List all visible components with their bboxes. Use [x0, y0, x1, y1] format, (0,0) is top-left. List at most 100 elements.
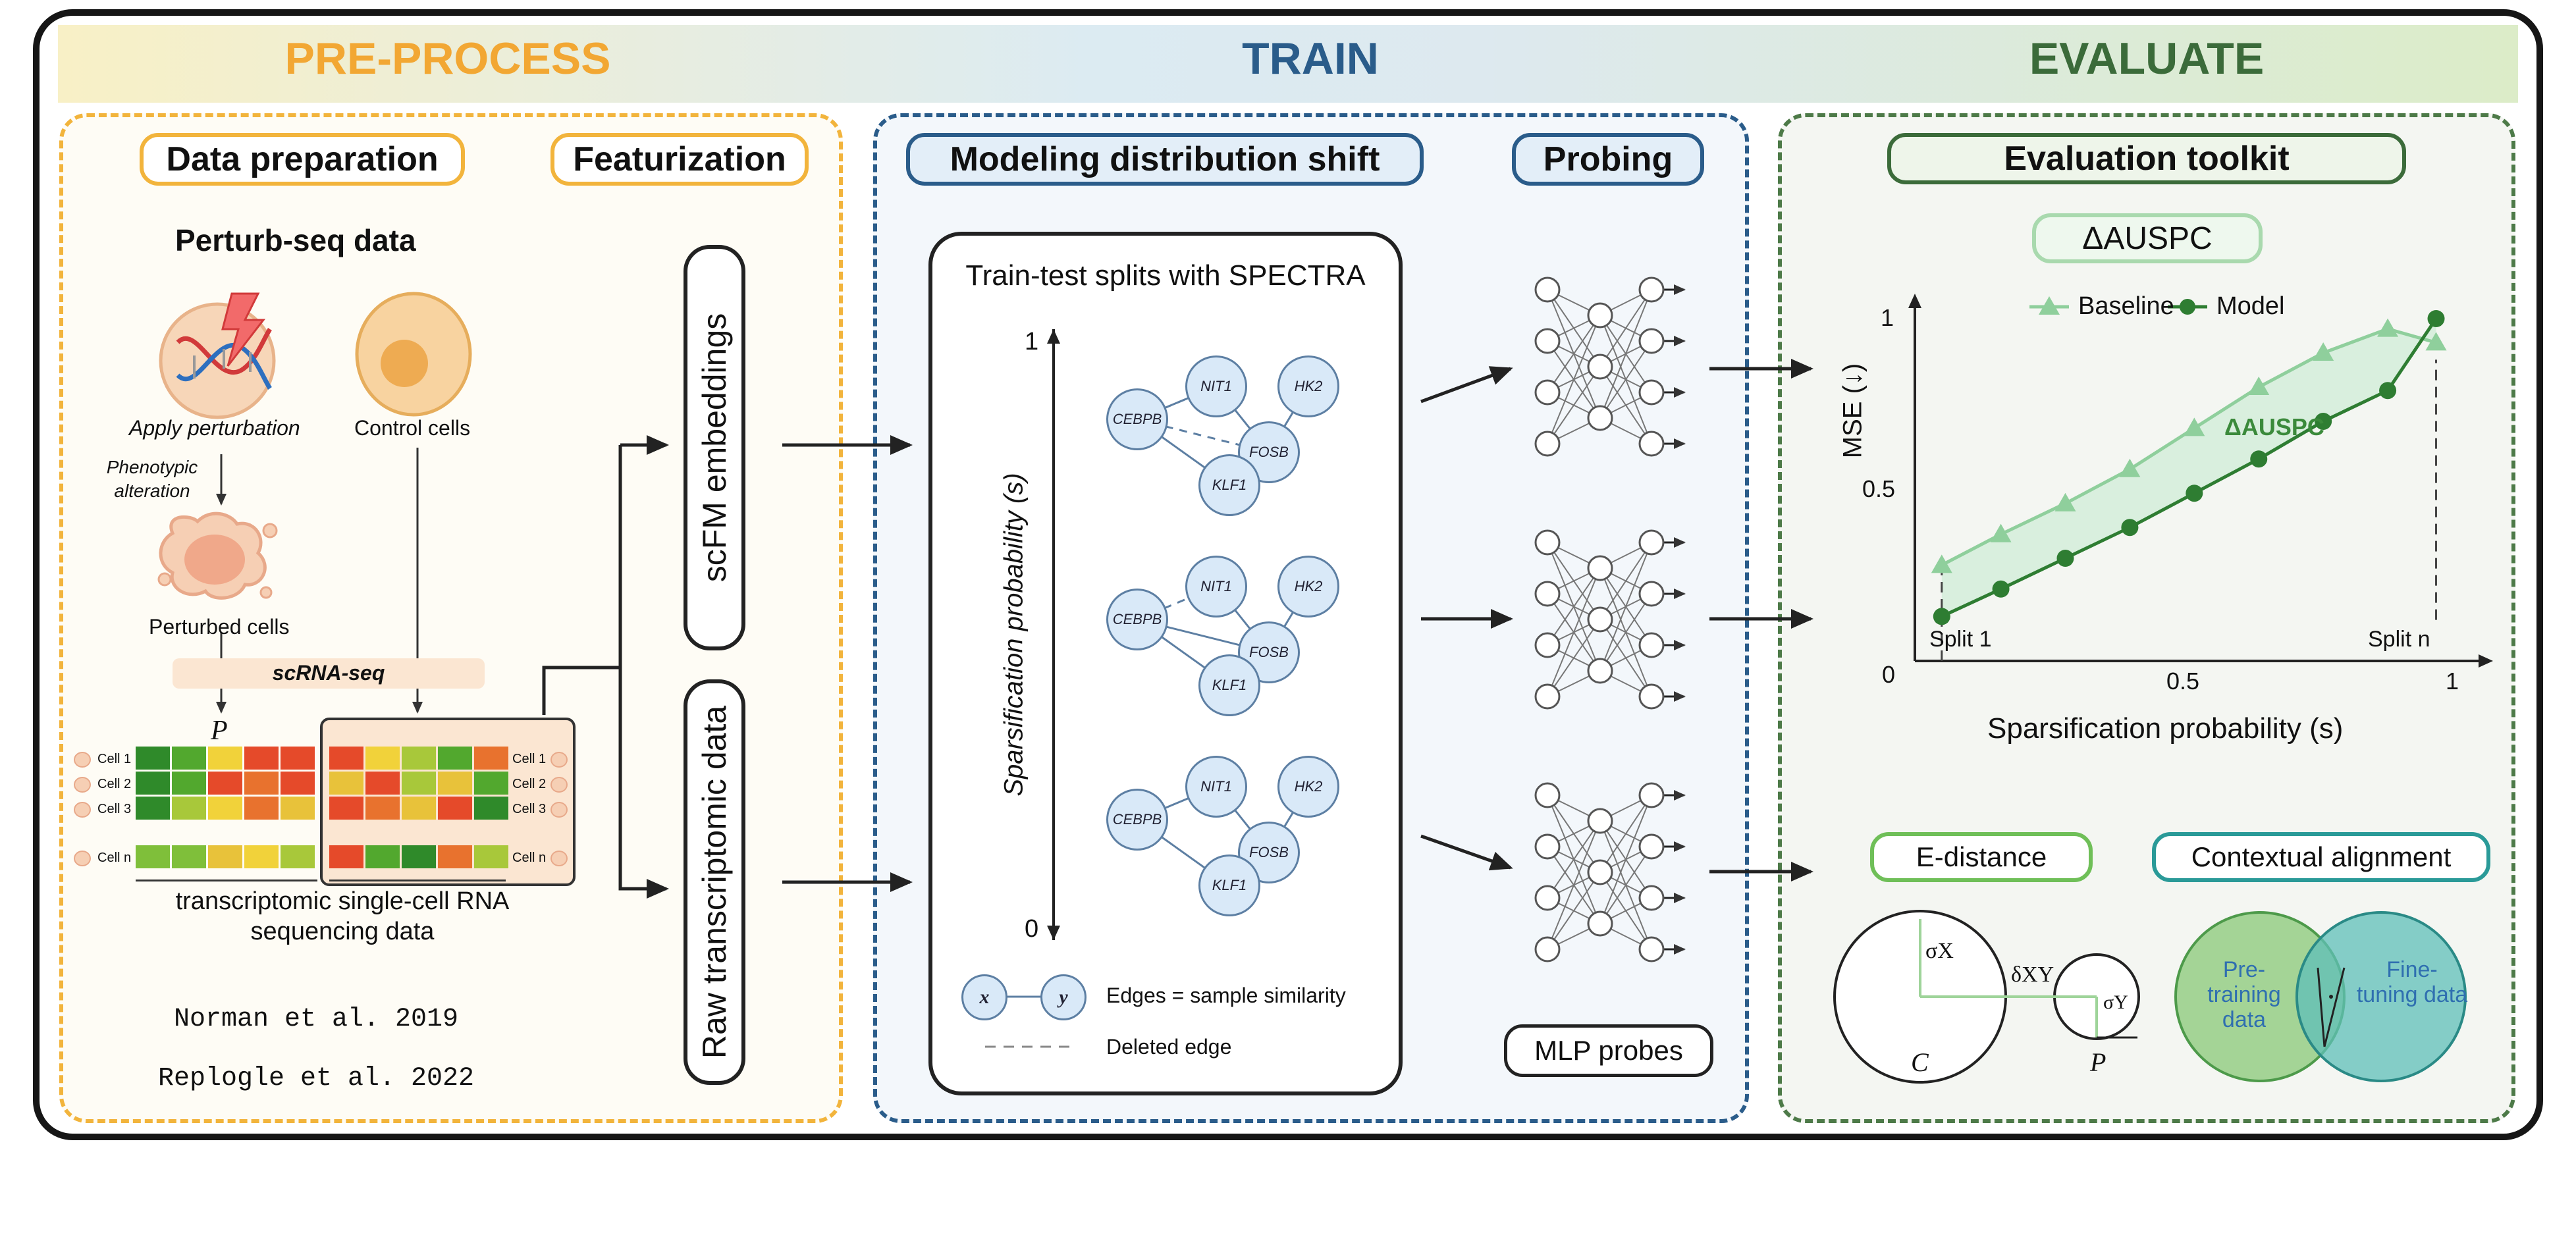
gene-node: HK2	[1277, 355, 1339, 417]
model-point	[2186, 485, 2203, 502]
mlp-neuron	[1638, 529, 1665, 556]
mlp-connection	[1547, 366, 1601, 444]
heatmap-cell	[474, 747, 508, 770]
heatmap-cell	[365, 845, 400, 868]
heatmap-cell	[172, 747, 206, 770]
model-point	[2056, 550, 2074, 567]
apply-perturbation-label: Apply perturbation	[129, 416, 300, 440]
gene-node: CEBPB	[1106, 589, 1168, 650]
baseline-point	[2054, 492, 2076, 512]
mlp-neuron	[1587, 354, 1613, 380]
mlp-neuron	[1587, 555, 1613, 581]
heatmap-cell	[474, 845, 508, 868]
y-axis-arrow	[1908, 294, 1921, 308]
cell-label: Cell n	[97, 851, 132, 865]
cell-icon	[550, 777, 568, 793]
p-matrix-label: P	[211, 716, 228, 746]
mlp-neuron	[1638, 379, 1665, 406]
axis-top-label: 1	[1025, 328, 1039, 355]
scfm-embeddings-box: scFM embeddings	[684, 245, 745, 650]
heatmap-cell	[438, 845, 472, 868]
mlp-neuron	[1638, 581, 1665, 607]
mlp-connection	[1547, 567, 1601, 697]
pretraining-label: Pre-training data	[2207, 957, 2281, 1032]
raw-transcriptomic-box: Raw transcriptomic data	[684, 679, 745, 1085]
stage-banner	[58, 25, 2518, 103]
deleted-edge-legend-label: Deleted edge	[1106, 1035, 1232, 1059]
mlp-connection	[1547, 872, 1601, 950]
mlp-neuron	[1534, 683, 1561, 710]
heatmap-cell	[172, 772, 206, 795]
cell-label: Cell n	[512, 851, 547, 865]
heatmap-cell	[281, 772, 315, 795]
stage-evaluate-title: EVALUATE	[2029, 34, 2265, 84]
cell-icon	[550, 802, 568, 818]
cell-label: Cell 1	[97, 752, 132, 766]
scrna-seq-banner	[173, 658, 485, 689]
mlp-connection	[1599, 846, 1652, 924]
mlp-connection	[1547, 820, 1601, 899]
caption-line2: sequencing data	[250, 918, 435, 945]
baseline-point	[1931, 554, 1952, 573]
baseline-point	[2425, 332, 2447, 351]
model-point	[2315, 413, 2332, 430]
heatmap-cell	[172, 845, 206, 868]
gene-node: KLF1	[1198, 454, 1260, 516]
perturb-seq-title: Perturb-seq data	[175, 223, 416, 257]
heatmap-cell	[438, 772, 472, 795]
gene-node: HK2	[1277, 756, 1339, 818]
heatmap-cell	[402, 797, 436, 820]
mlp-connection	[1547, 315, 1601, 444]
heatmap-cell	[244, 747, 279, 770]
x-axis-arrow	[2479, 654, 2493, 668]
mlp-probes-label: MLP probes	[1504, 1024, 1713, 1077]
legend-model-marker	[2180, 299, 2195, 315]
mlp-neuron	[1534, 529, 1561, 556]
heatmap-cell	[244, 845, 279, 868]
baseline-point	[2248, 377, 2270, 395]
cell-icon	[550, 752, 568, 768]
probing-label: Probing	[1512, 133, 1704, 186]
mlp-neuron	[1587, 808, 1613, 834]
mlp-neuron	[1587, 606, 1613, 633]
scrna-seq-label: scRNA-seq	[272, 661, 385, 685]
heatmap-cell	[474, 797, 508, 820]
heatmap-cell	[172, 797, 206, 820]
mlp-connection	[1599, 795, 1652, 873]
data-preparation-label: Data preparation	[140, 133, 465, 186]
heatmap-cell	[365, 797, 400, 820]
sigma-x-label: σX	[1925, 939, 1954, 963]
cell-icon	[74, 851, 91, 866]
axis-bottom-label: 0	[1025, 915, 1039, 943]
mlp-connection	[1599, 289, 1652, 419]
mlp-neuron	[1638, 431, 1665, 457]
mlp-neuron	[1587, 302, 1613, 328]
heatmap-cell	[208, 747, 242, 770]
mlp-neuron	[1587, 859, 1613, 885]
gene-node: KLF1	[1198, 854, 1260, 916]
x-axis-title: Sparsification probability (s)	[1987, 712, 2344, 745]
edges-legend-label: Edges = sample similarity	[1106, 984, 1346, 1007]
featurization-label: Featurization	[550, 133, 809, 186]
sigma-y-label: σY	[2103, 991, 2128, 1013]
mlp-connection	[1599, 593, 1652, 671]
mlp-neuron	[1534, 632, 1561, 658]
legend-model-label: Model	[2216, 292, 2285, 320]
gene-node: KLF1	[1198, 654, 1260, 716]
mlp-neuron	[1638, 885, 1665, 911]
mlp-neuron	[1638, 276, 1665, 303]
cell-label: Cell 2	[512, 777, 547, 791]
heatmap-cell	[365, 747, 400, 770]
mlp-neuron	[1638, 833, 1665, 860]
y-tick-label: 0.5	[1862, 475, 1896, 502]
outer-frame	[33, 9, 2543, 1140]
heatmap-cell	[474, 772, 508, 795]
